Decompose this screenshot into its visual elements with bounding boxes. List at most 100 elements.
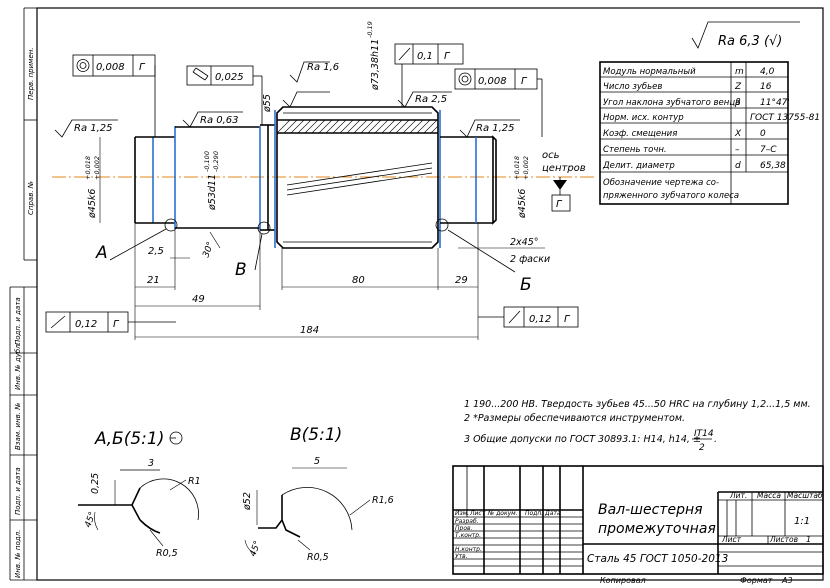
svg-text:2: 2 <box>699 443 705 453</box>
tb-header-cell: № докум. <box>487 510 518 517</box>
undercut-v <box>257 221 271 235</box>
tb-scale: Масштаб <box>787 491 823 500</box>
svg-text:IT14: IT14 <box>694 429 714 439</box>
roughness-right: Ra 1,25 <box>459 119 520 138</box>
detail-ab: А,Б(5:1) 0,25 3 R1 R0,5 45° <box>78 429 201 559</box>
datum-axis: ось центров Г <box>542 150 586 212</box>
side-label: Инв. № дубл. <box>14 342 22 390</box>
svg-text:1 190...200 HB. Твердость зуб: 1 190...200 HB. Твердость зубьев 45...50… <box>464 399 811 410</box>
param-name: Степень точн. <box>603 145 667 155</box>
param-sym: β <box>734 98 741 108</box>
svg-text:ø45k6: ø45k6 <box>517 189 528 219</box>
callout-v: В <box>235 233 263 280</box>
tb-role: Т.контр. <box>455 532 481 539</box>
param-mating-1: Обозначение чертежа со- <box>603 178 719 188</box>
side-label: Подп. и дата <box>14 297 22 345</box>
svg-text:2 фаски: 2 фаски <box>510 254 550 265</box>
svg-text:ø45k6: ø45k6 <box>87 189 98 219</box>
tb-role: Утв. <box>455 553 468 560</box>
svg-text:+0,018: +0,018 <box>84 156 92 180</box>
param-val: 7–С <box>760 145 777 155</box>
svg-text:В: В <box>235 260 247 280</box>
dia-shoulder: ø53d11 -0,100 -0,290 <box>203 151 220 211</box>
callout-b: Б <box>447 229 532 295</box>
svg-text:ø73,38h11: ø73,38h11 <box>370 39 381 91</box>
svg-text:80: 80 <box>352 275 365 286</box>
helix-lines <box>286 162 433 196</box>
svg-text:2x45°: 2x45° <box>510 237 539 248</box>
svg-text:21: 21 <box>147 275 160 286</box>
teeth-hatch <box>276 119 439 134</box>
tb-mass: Масса <box>757 491 781 500</box>
tb-role: Разраб. <box>455 518 479 525</box>
dia-left: ø45k6 +0,018 +0,002 <box>84 137 101 223</box>
param-name: Норм. исх. контур <box>603 113 684 123</box>
general-roughness: Ra 6,3 (√) <box>691 21 800 49</box>
tb-header-cell: Подп. <box>525 510 543 517</box>
svg-text:-0,19: -0,19 <box>366 21 374 38</box>
param-name: Коэф. смещения <box>603 129 677 139</box>
svg-text:45°: 45° <box>248 540 263 558</box>
param-name: Делит. диаметр <box>602 161 675 171</box>
param-name: Модуль нормальный <box>603 67 696 77</box>
part-name-1: Вал-шестерня <box>598 502 703 518</box>
side-label: Подп. и дата <box>14 467 22 515</box>
tb-scale-val: 1:1 <box>794 516 810 527</box>
svg-text:Ra 1,25: Ra 1,25 <box>74 123 113 134</box>
svg-text:Ra 1,6: Ra 1,6 <box>307 62 339 73</box>
svg-text:30°: 30° <box>201 241 216 259</box>
svg-text:Г: Г <box>564 314 571 325</box>
side-label: Перв. примен. <box>27 47 35 100</box>
material: Сталь 45 ГОСТ 1050-2013 <box>587 553 728 565</box>
tb-sheets-val: 1 <box>806 535 811 544</box>
svg-text:Г: Г <box>521 76 528 87</box>
svg-text:Г: Г <box>556 199 563 210</box>
param-sym: – <box>735 145 740 155</box>
dia-collar: ø55 <box>262 94 273 113</box>
tb-copied: Копировал <box>600 576 646 585</box>
br-runout-frame: 0,12 Г <box>478 306 579 328</box>
param-mating-2: пряженного зубчатого колеса <box>603 191 739 201</box>
bl-runout-frame: 0,12 Г <box>45 311 176 333</box>
perp-frame: 0,025 <box>186 65 263 125</box>
svg-text:0,1: 0,1 <box>417 51 433 62</box>
param-sym: d <box>735 161 741 171</box>
svg-text:Г: Г <box>444 51 451 62</box>
svg-text:ø53d11: ø53d11 <box>207 174 218 211</box>
svg-text:R0,5: R0,5 <box>156 548 178 559</box>
svg-text:29: 29 <box>455 275 468 286</box>
svg-text:Ra 0,63: Ra 0,63 <box>200 115 239 126</box>
param-sym: m <box>735 67 744 77</box>
svg-text:центров: центров <box>542 163 586 174</box>
side-label: Взам. инв. № <box>14 402 22 450</box>
tb-lit: Лит. <box>729 491 747 500</box>
svg-text:Г: Г <box>139 62 146 73</box>
tb-sheets: Листов <box>769 535 798 544</box>
part-name-2: промежуточная <box>598 521 716 537</box>
svg-text:49: 49 <box>192 294 205 305</box>
undercut-b <box>435 218 449 232</box>
detail-b-dia: ø52 <box>242 492 253 511</box>
svg-text:.: . <box>714 434 717 445</box>
svg-text:Ra 6,3 (√): Ra 6,3 (√) <box>718 34 782 49</box>
tb-format: Формат <box>740 576 773 585</box>
svg-text:В(5:1): В(5:1) <box>290 425 342 445</box>
tb-format-val: A3 <box>781 576 793 585</box>
param-val: 16 <box>760 82 772 92</box>
param-val: 4,0 <box>760 67 775 77</box>
svg-text:R1: R1 <box>188 476 201 487</box>
tb-header-cell: Изм. <box>455 510 469 517</box>
dia-gear: ø73,38h11 -0,19 <box>366 21 381 91</box>
tb-header-cell: Лист <box>469 510 486 517</box>
svg-text:Г: Г <box>113 319 120 330</box>
svg-text:+0,002: +0,002 <box>93 156 101 180</box>
tb-role: Н.контр. <box>455 546 482 553</box>
svg-text:Ra 1,25: Ra 1,25 <box>476 123 515 134</box>
side-strip: Перв. примен. Справ. № Подп. и дата Инв.… <box>9 7 37 581</box>
svg-text:R1,6: R1,6 <box>372 495 394 506</box>
svg-text:+0,002: +0,002 <box>522 156 530 180</box>
svg-text:Б: Б <box>520 275 532 295</box>
svg-text:2 *Размеры обеспечиваются инс: 2 *Размеры обеспечиваются инструментом. <box>464 413 685 424</box>
svg-text:+0,018: +0,018 <box>513 156 521 180</box>
